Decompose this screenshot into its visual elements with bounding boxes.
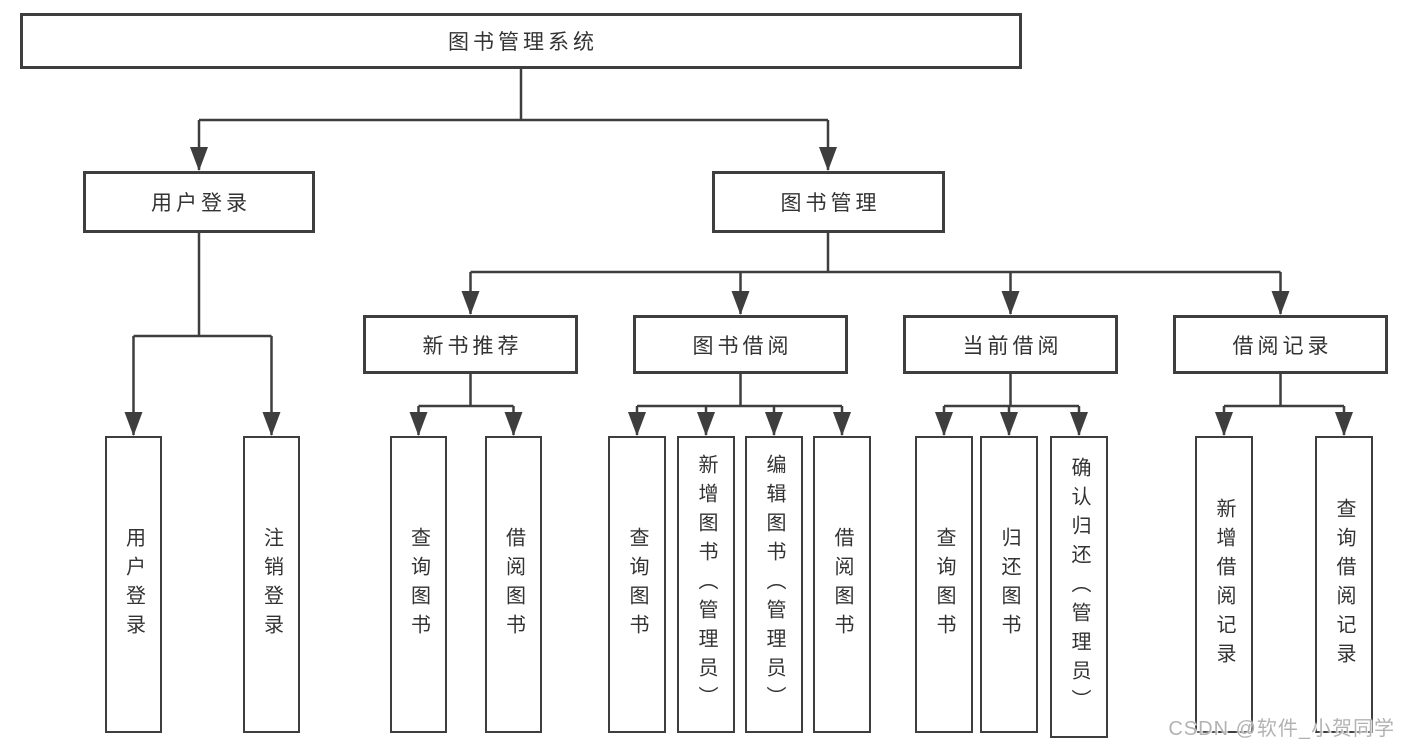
- node-label: 新书推荐: [422, 334, 523, 358]
- arrow-down-icon: [1001, 291, 1020, 315]
- leaf-label: 查询图书: [626, 526, 648, 643]
- leaf-return-books: 归还图书: [980, 436, 1038, 733]
- node-label: 用户登录: [151, 192, 251, 215]
- node-current-borrowing: 当前借阅: [903, 315, 1118, 374]
- node-book-borrowing: 图书借阅: [633, 315, 848, 374]
- arrow-down-icon: [504, 412, 523, 436]
- arrow-down-icon: [124, 412, 143, 436]
- connector-login-to-leaves: [132, 233, 273, 435]
- arrow-down-icon: [628, 412, 646, 436]
- csdn-watermark: CSDN @软件_小贺同学: [1168, 718, 1395, 740]
- leaf-query-books: 查询图书: [390, 436, 447, 733]
- leaf-label: 新增借阅记录: [1213, 497, 1235, 672]
- leaf-add-borrow-record: 新增借阅记录: [1195, 436, 1253, 733]
- leaf-label: 注销登录: [260, 526, 283, 643]
- leaf-user-login: 用户登录: [105, 436, 162, 733]
- leaf-borrow-books: 借阅图书: [813, 436, 871, 733]
- arrow-down-icon: [833, 412, 851, 436]
- node-label: 图书管理系统: [448, 31, 598, 54]
- arrow-down-icon: [819, 147, 837, 171]
- leaf-label: 归还图书: [998, 526, 1020, 643]
- arrow-down-icon: [765, 412, 783, 436]
- arrow-down-icon: [1070, 412, 1088, 436]
- arrowheads: [124, 147, 1353, 436]
- node-new-book-recommend: 新书推荐: [363, 315, 578, 374]
- leaf-label: 查询借阅记录: [1333, 497, 1355, 672]
- node-borrowing-records: 借阅记录: [1173, 315, 1388, 374]
- leaf-label: 借阅图书: [502, 526, 525, 643]
- node-book-management: 图书管理: [712, 171, 945, 233]
- leaf-label: 确认归还（管理员）: [1068, 456, 1090, 718]
- leaf-label: 借阅图书: [831, 526, 853, 643]
- node-label: 借阅记录: [1232, 334, 1333, 358]
- arrow-down-icon: [1215, 412, 1233, 436]
- leaf-query-books: 查询图书: [915, 436, 973, 733]
- leaf-logout: 注销登录: [243, 436, 300, 733]
- node-label: 当前借阅: [962, 334, 1063, 358]
- leaf-label: 用户登录: [122, 526, 145, 643]
- leaf-label: 新增图书（管理员）: [695, 454, 717, 715]
- arrow-down-icon: [1000, 412, 1018, 436]
- leaf-query-books: 查询图书: [608, 436, 666, 733]
- connector-root-to-level2: [197, 68, 830, 170]
- connector-borrowing-to-leaves: [635, 374, 844, 435]
- leaf-edit-books-admin: 编辑图书（管理员）: [745, 436, 803, 733]
- node-user-login: 用户登录: [83, 171, 315, 233]
- arrow-down-icon: [190, 147, 208, 171]
- arrow-down-icon: [731, 291, 750, 315]
- leaf-label: 查询图书: [407, 526, 430, 643]
- leaf-confirm-return-admin: 确认归还（管理员）: [1050, 436, 1108, 738]
- connector-recommend-to-leaves: [417, 374, 515, 435]
- node-label: 图书借阅: [692, 334, 793, 358]
- leaf-label: 查询图书: [933, 526, 955, 643]
- arrow-down-icon: [262, 412, 281, 436]
- leaf-query-borrow-record: 查询借阅记录: [1315, 436, 1373, 733]
- leaf-add-books-admin: 新增图书（管理员）: [677, 436, 735, 733]
- leaf-label: 编辑图书（管理员）: [763, 454, 785, 715]
- node-library-management-system: 图书管理系统: [20, 13, 1022, 69]
- arrow-down-icon: [935, 412, 953, 436]
- node-label: 图书管理: [780, 192, 881, 215]
- arrow-down-icon: [409, 412, 428, 436]
- arrow-down-icon: [461, 291, 480, 315]
- connector-mgmt-to-level3: [469, 233, 1282, 314]
- connector-records-to-leaves: [1222, 374, 1346, 435]
- arrow-down-icon: [1271, 291, 1290, 315]
- leaf-borrow-books: 借阅图书: [485, 436, 542, 733]
- arrow-down-icon: [1335, 412, 1353, 436]
- arrow-down-icon: [697, 412, 715, 436]
